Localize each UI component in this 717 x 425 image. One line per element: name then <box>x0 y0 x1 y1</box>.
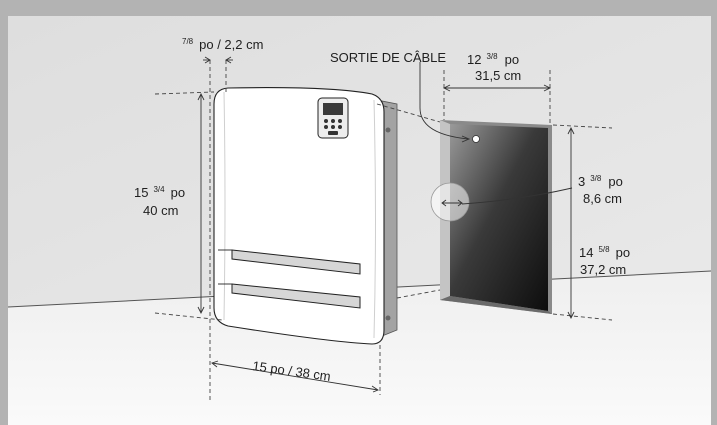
opening-height-unit: po <box>616 245 630 260</box>
opening-width-whole: 12 <box>467 52 481 67</box>
mounting-screw-bottom <box>385 315 391 321</box>
heater-height-whole: 15 <box>134 185 148 200</box>
control-panel-icon <box>317 97 349 139</box>
outlet-offset-frac: 3/8 <box>590 174 602 183</box>
heater-height-label: 15 3/4 po <box>134 179 185 201</box>
outlet-offset-label: 3 3/8 po <box>578 168 623 190</box>
opening-height-frac: 5/8 <box>598 245 610 254</box>
cable-outlet-icon <box>472 135 480 143</box>
dimension-lines <box>197 56 575 393</box>
outlet-offset-metric: 8,6 cm <box>583 191 622 206</box>
heater-height-metric: 40 cm <box>143 203 178 218</box>
clearance-top-label: 7/8 po / 2,2 cm <box>182 31 263 52</box>
opening-width-unit: po <box>505 52 519 67</box>
grille-slot-bottom <box>231 283 361 309</box>
opening-width-label: 12 3/8 po <box>467 46 519 68</box>
mounting-screw-top <box>385 127 391 133</box>
opening-width-frac: 3/8 <box>486 52 498 61</box>
grille-slot-top <box>231 249 361 275</box>
opening-width-metric: 31,5 cm <box>475 68 521 83</box>
heater-height-frac: 3/4 <box>153 185 165 194</box>
opening-height-label: 14 5/8 po <box>579 239 630 261</box>
extension-lines <box>154 60 613 400</box>
outlet-offset-unit: po <box>608 174 622 189</box>
cable-outlet-label: SORTIE DE CÂBLE <box>330 50 446 65</box>
detail-magnifier <box>430 182 470 222</box>
wall-opening <box>440 120 552 314</box>
opening-height-metric: 37,2 cm <box>580 262 626 277</box>
opening-height-whole: 14 <box>579 245 593 260</box>
clearance-top-sup: 7/8 <box>182 37 194 46</box>
clearance-top-text: po / 2,2 cm <box>199 37 263 52</box>
outlet-offset-whole: 3 <box>578 174 585 189</box>
heater-height-unit: po <box>171 185 185 200</box>
heater <box>213 87 385 345</box>
